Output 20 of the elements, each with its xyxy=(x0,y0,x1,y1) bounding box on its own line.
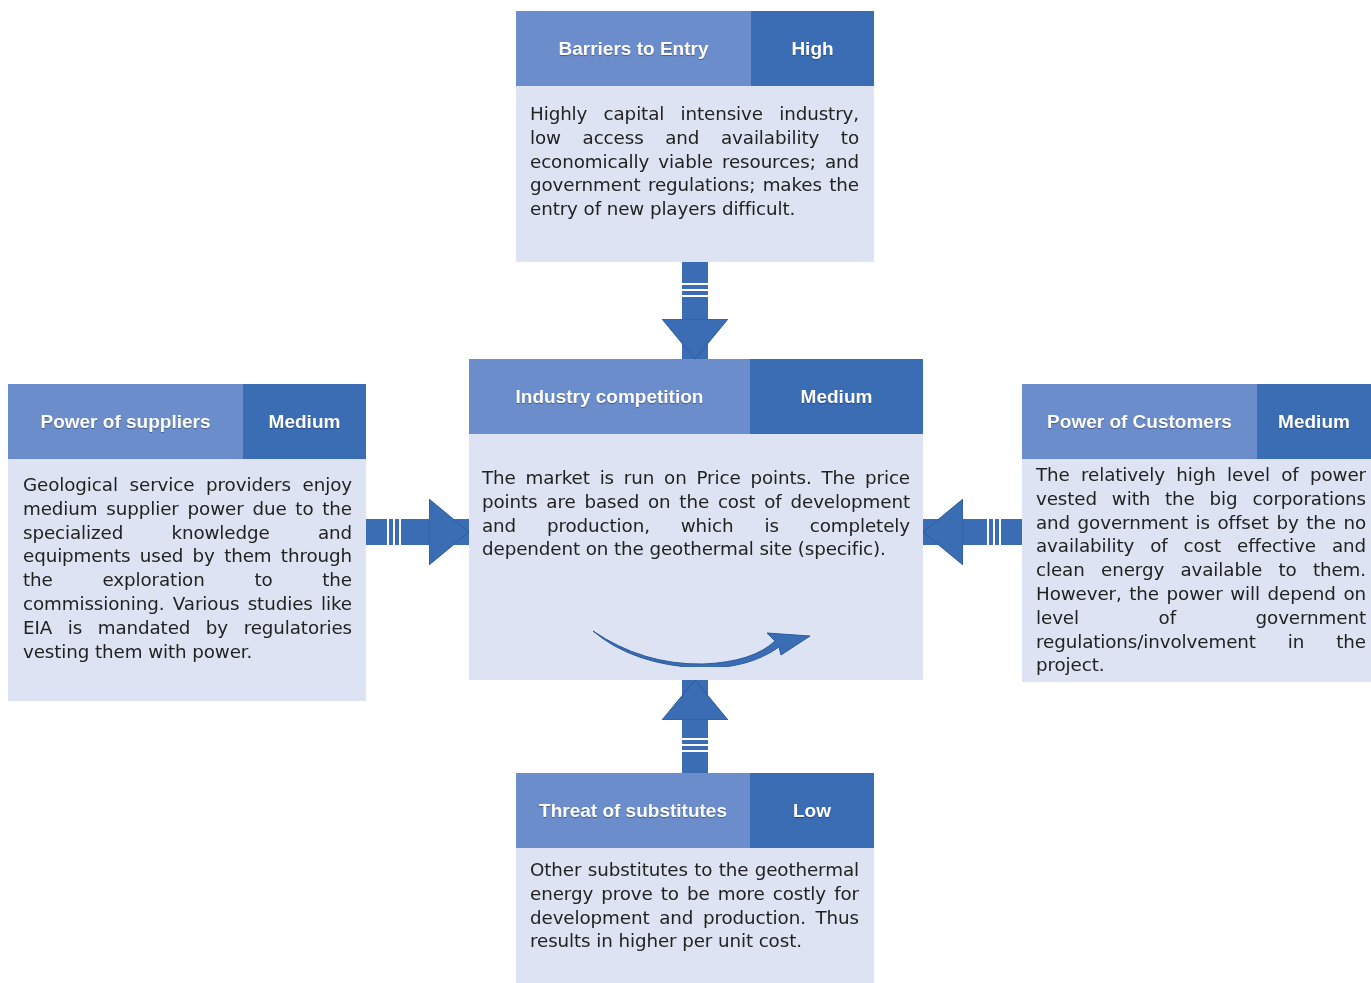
rating-badge: Medium xyxy=(243,384,366,459)
rating-badge: Low xyxy=(750,773,874,848)
rating-badge: High xyxy=(751,11,874,86)
force-panel xyxy=(1022,384,1371,682)
force-panel xyxy=(516,773,874,983)
force-panel xyxy=(516,11,874,262)
force-title: Power of Customers xyxy=(1022,384,1257,459)
force-title: Barriers to Entry xyxy=(516,11,751,86)
description-text: Geological service providers enjoy medium supplier power due to the specialized knowledge and equipments used by them through the exploration to the commissioning. Various studies like EIA is mandated by regulatories vesting them with power. xyxy=(23,474,352,662)
description-text: Other substitutes to the geothermal energy prove to be more costly for development and production. Thus results in higher per unit cost. xyxy=(530,859,859,952)
rating-badge: Medium xyxy=(750,359,923,434)
force-title: Industry competition xyxy=(469,359,750,434)
description-text: Highly capital intensive industry, low access and availability to economically viable resources; and government regulations; makes the entry of new players difficult. xyxy=(530,103,859,220)
force-title: Power of suppliers xyxy=(8,384,243,459)
description-text: The market is run on Price points. The price points are based on the cost of development and production, which is completely dependent on the geothermal site (specific). xyxy=(482,467,910,560)
force-panel xyxy=(469,359,923,680)
force-panel xyxy=(8,384,366,701)
description-text: The relatively high level of power vested with the big corporations and government is offset by the no availability of cost effective and clean energy available to them. However, the power will depend on level of government regulations/involvement in the project. xyxy=(1036,464,1366,676)
force-title: Threat of substitutes xyxy=(516,773,750,848)
rating-badge: Medium xyxy=(1257,384,1371,459)
